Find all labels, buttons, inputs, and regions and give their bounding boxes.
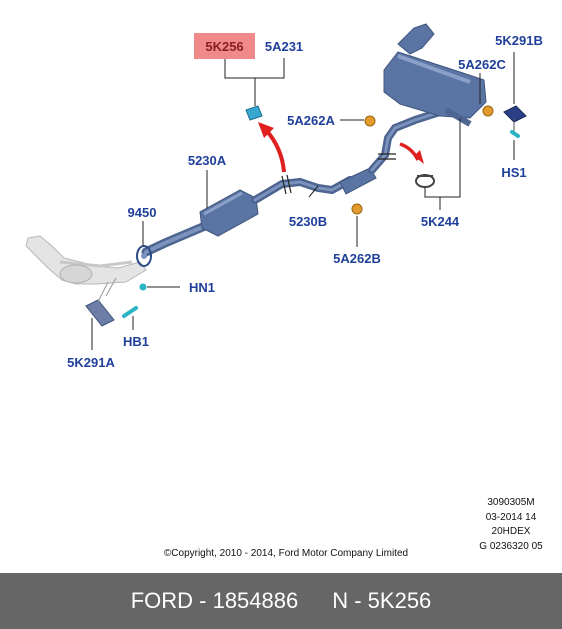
meta-code-1: 3090305M (487, 497, 534, 508)
label-5a262b: 5A262B (333, 251, 381, 266)
highlight-box (194, 33, 255, 59)
label-5230a: 5230A (188, 153, 227, 168)
front-pipe-5230a (141, 221, 210, 257)
part-number-footer: FORD - 1854886 N - 5K256 (0, 573, 562, 629)
exhaust-system-diagram: 5K256 5A231 5K291B 5A262C 5A262A 5230A H… (25, 23, 543, 559)
label-hn1: HN1 (189, 280, 215, 295)
label-hb1: HB1 (123, 334, 149, 349)
gasket-9450-icon (136, 245, 152, 267)
mount-5a262c-icon (482, 105, 494, 117)
connecting-pipe (251, 174, 354, 204)
sensor-5a231-icon (245, 105, 263, 121)
red-arrow-up (258, 122, 286, 173)
label-5k256: 5K256 (205, 39, 243, 54)
mount-5a262b-icon (351, 203, 363, 215)
leader-lines (91, 52, 515, 350)
meta-code-3: 20HDEX (492, 526, 531, 537)
screw-hs1-icon (510, 130, 520, 138)
center-resonator (199, 189, 259, 237)
bolt-hb1-icon (122, 306, 138, 318)
red-arrow-right (399, 142, 424, 164)
rear-pipe-5230b (339, 108, 444, 195)
catalytic-converter (25, 235, 147, 285)
copyright: ©Copyright, 2010 - 2014, Ford Motor Comp… (164, 548, 408, 559)
label-5a262c: 5A262C (458, 57, 506, 72)
label-hs1: HS1 (501, 165, 526, 180)
meta-code-4: G 0236320 05 (479, 541, 543, 552)
rear-muffler (383, 23, 487, 127)
label-9450: 9450 (128, 205, 157, 220)
hanger-bracket-5k291a-icon (85, 277, 117, 327)
footer-catalog-number: N - 5K256 (332, 588, 432, 613)
footer-part-number: FORD - 1854886 (130, 588, 299, 613)
clamp-5k244-icon (415, 174, 435, 188)
label-5k291b: 5K291B (495, 33, 543, 48)
mount-5a262a-icon (364, 115, 376, 127)
nut-hn1-icon (139, 283, 147, 291)
label-5k291a: 5K291A (67, 355, 115, 370)
meta-code-2: 03-2014 14 (486, 512, 537, 523)
label-5a262a: 5A262A (287, 113, 335, 128)
label-5230b: 5230B (289, 214, 327, 229)
hanger-bracket-5k291b-icon (503, 105, 527, 134)
label-5a231: 5A231 (265, 39, 303, 54)
label-5k244: 5K244 (421, 214, 460, 229)
